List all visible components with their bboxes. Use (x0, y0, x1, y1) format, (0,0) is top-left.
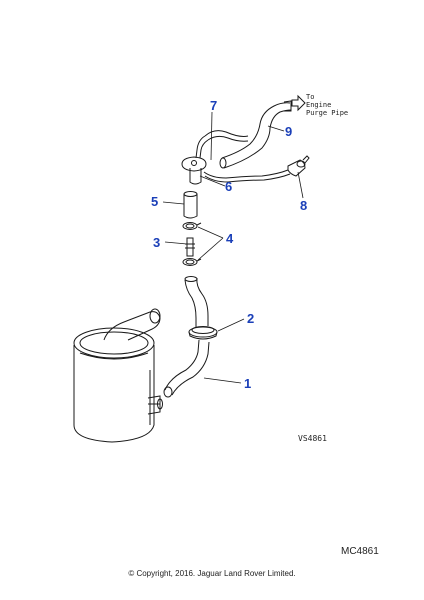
callout-7: 7 (210, 98, 217, 113)
callout-2: 2 (247, 311, 254, 326)
callout-8: 8 (300, 198, 307, 213)
copyright: © Copyright, 2016. Jaguar Land Rover Lim… (128, 569, 296, 578)
hose-clip-lower (182, 258, 202, 266)
note-line-1: To (306, 93, 314, 101)
drawing-ref: VS4861 (298, 434, 327, 443)
leader-lines (162, 111, 304, 384)
note-line-2: Engine (306, 101, 331, 109)
mid-hose (184, 276, 209, 328)
direction-arrow-icon (291, 94, 306, 112)
callout-4: 4 (226, 231, 234, 246)
inline-connector (287, 155, 310, 177)
hose-clip-upper (182, 222, 202, 230)
callout-3: 3 (153, 235, 160, 250)
callout-5: 5 (151, 194, 158, 209)
short-hose (183, 191, 198, 219)
charcoal-canister (73, 308, 163, 443)
diagram-code: MC4861 (341, 546, 379, 557)
purge-hose (219, 100, 292, 169)
valve-assembly (181, 135, 209, 185)
connector (185, 237, 195, 257)
note-line-3: Purge Pipe (306, 109, 348, 117)
grommet (188, 326, 218, 340)
thin-hose (203, 169, 291, 183)
callout-6: 6 (225, 179, 232, 194)
purge-pipe (204, 130, 249, 142)
lower-hose (163, 339, 210, 398)
callout-9: 9 (285, 124, 292, 139)
callout-1: 1 (244, 376, 251, 391)
